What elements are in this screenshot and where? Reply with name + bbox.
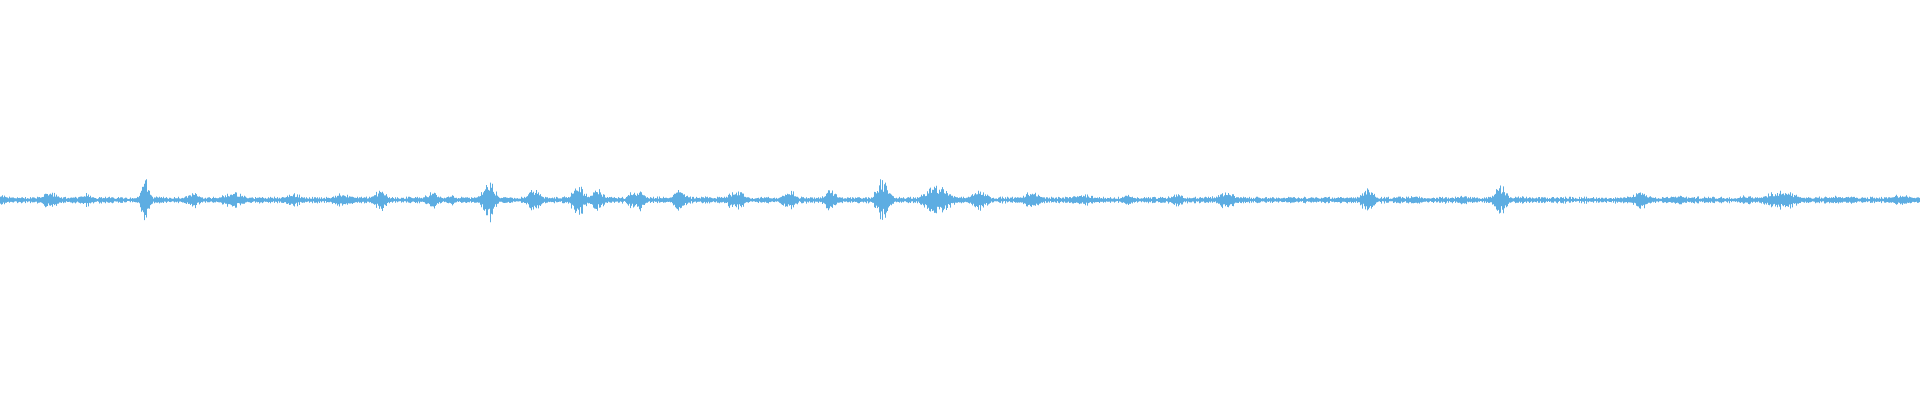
waveform-path [0, 179, 1920, 223]
waveform-samples [0, 179, 1920, 223]
